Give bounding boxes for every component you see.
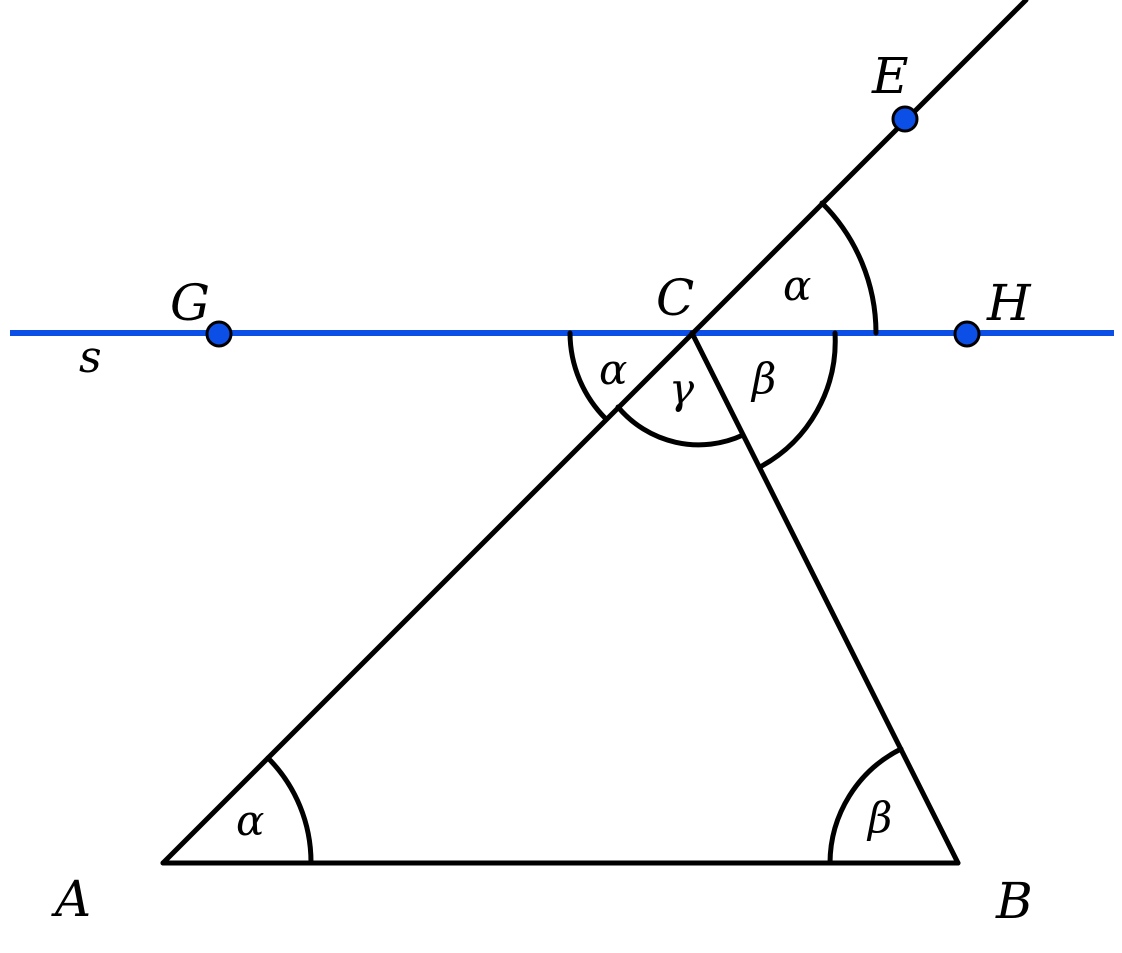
segment-bc [689, 330, 961, 866]
label-b: B [995, 872, 1033, 930]
angle-arc-gamma [615, 404, 746, 448]
angle-label-alpha-left: α [599, 345, 627, 394]
label-c: C [656, 269, 694, 327]
angle-label-gamma: γ [669, 364, 695, 413]
angle-label-beta-b: β [866, 793, 892, 842]
label-g: G [170, 274, 210, 332]
point-e [891, 105, 919, 133]
label-a: A [51, 870, 91, 928]
angle-arc-a [265, 755, 314, 866]
angle-arc-beta-right [757, 330, 838, 470]
label-e: E [871, 47, 909, 105]
angle-label-alpha-a: α [236, 796, 264, 845]
label-line-s: s [79, 332, 102, 383]
angle-label-beta-right: β [750, 354, 776, 403]
label-h: H [986, 274, 1032, 332]
angle-arc-alpha-left [567, 330, 609, 422]
ray-ace [160, 0, 1029, 866]
point-g [205, 320, 233, 348]
angle-arc-alpha-top [819, 200, 879, 336]
point-h [953, 320, 981, 348]
angle-arc-b [827, 746, 904, 866]
angle-label-alpha-top: α [783, 261, 811, 310]
